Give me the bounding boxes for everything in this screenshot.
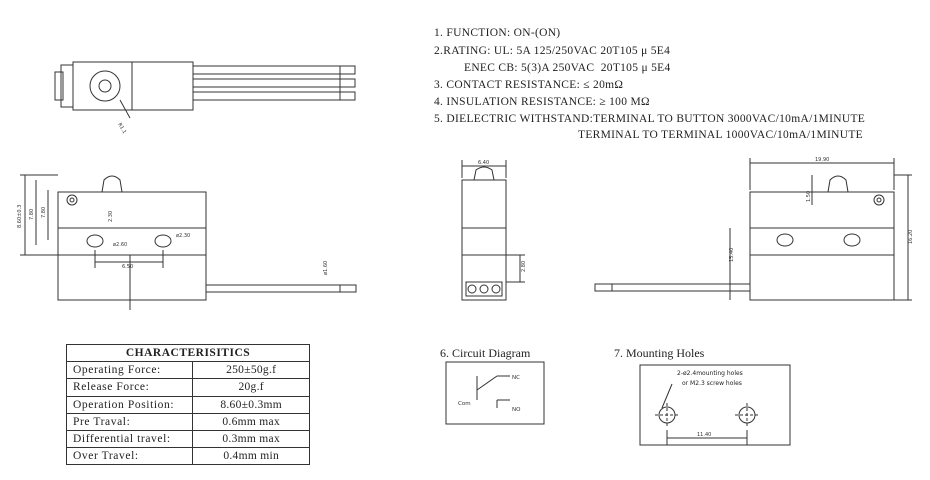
row-value: 20g.f — [192, 378, 310, 397]
dim-front-h2: 7.80 — [29, 209, 35, 220]
spec-line-2b: ENEC CB: 5(3)A 250VAC 20T105 μ 5E4 — [464, 62, 671, 74]
table-row: Operating Force:250±50g.f — [65, 361, 310, 380]
circuit-no-label: NO — [512, 407, 521, 413]
dim-front-hole2: ø2.30 — [176, 233, 190, 239]
circuit-nc-label: NC — [512, 375, 520, 381]
row-label: Release Force: — [65, 378, 194, 397]
dim-right-h1: 15.40 — [729, 248, 735, 262]
dim-right-w: 19.90 — [815, 157, 829, 163]
dim-front-spacing: 6.50 — [122, 264, 133, 270]
spec-line-3: 3. CONTACT RESISTANCE: ≤ 20mΩ — [434, 79, 624, 91]
table-row: Release Force:20g.f — [65, 378, 310, 397]
mounting-note-1: 2-ø2.4mounting holes — [677, 370, 743, 377]
mounting-holes-title: 7. Mounting Holes — [614, 346, 705, 360]
spec-line-4: 4. INSULATION RESISTANCE: ≥ 100 MΩ — [434, 96, 650, 108]
mounting-holes-drawing — [639, 364, 791, 446]
dim-front-wire: ø1.60 — [323, 261, 329, 275]
top-view — [54, 61, 356, 119]
circuit-diagram-title: 6. Circuit Diagram — [440, 346, 531, 360]
dim-top-angle: R1.1 — [116, 122, 127, 135]
circuit-diagram — [445, 361, 545, 425]
dim-side-w: 6.40 — [478, 160, 489, 166]
row-label: Operation Position: — [65, 395, 194, 414]
spec-line-2: 2.RATING: UL: 5A 125/250VAC 20T105 μ 5E4 — [434, 45, 671, 57]
side-view — [461, 160, 525, 301]
characteristics-table: CHARACTERISITICS Operating Force:250±50g… — [65, 343, 310, 466]
dim-right-h2: 16.20 — [908, 230, 914, 244]
mounting-note-2: or M2.3 screw holes — [682, 380, 742, 387]
row-value: 0.6mm max — [192, 412, 310, 431]
dim-front-h3: 7.80 — [41, 207, 47, 218]
row-label: Operating Force: — [65, 361, 194, 380]
dim-front-h1: 8.60±0.3 — [17, 205, 23, 228]
right-view — [594, 158, 912, 301]
table-row: Differential travel:0.3mm max — [65, 429, 310, 449]
dimension-labels: R1.1 8.60±0.3 7.80 7.80 2.30 ø2.60 ø2.30… — [17, 122, 914, 438]
row-value: 8.60±0.3mm — [192, 395, 310, 414]
row-value: 250±50g.f — [192, 361, 310, 380]
table-row: Over Travel:0.4mm min — [65, 447, 310, 466]
dim-front-hole1: ø2.60 — [113, 242, 127, 248]
dim-mounting: 11.40 — [697, 432, 711, 438]
spec-line-1: 1. FUNCTION: ON-(ON) — [434, 27, 561, 39]
characteristics-title: CHARACTERISITICS — [66, 343, 310, 363]
row-label: Over Travel: — [65, 447, 194, 466]
dim-side-h: 2.80 — [521, 261, 527, 272]
dim-right-d: 1.50 — [806, 191, 812, 202]
circuit-com-label: Com — [458, 401, 471, 407]
row-label: Differential travel: — [65, 429, 194, 449]
spec-line-5b: TERMINAL TO TERMINAL 1000VAC/10mA/1MINUT… — [578, 129, 863, 141]
table-row: Operation Position:8.60±0.3mm — [65, 395, 310, 414]
row-label: Pre Traval: — [65, 412, 194, 431]
dim-front-d1: 2.30 — [108, 211, 114, 222]
row-value: 0.4mm min — [192, 447, 310, 466]
table-row: Pre Traval:0.6mm max — [65, 412, 310, 431]
spec-line-5: 5. DIELECTRIC WITHSTAND:TERMINAL TO BUTT… — [434, 113, 866, 125]
row-value: 0.3mm max — [192, 429, 310, 449]
front-view — [20, 174, 357, 310]
